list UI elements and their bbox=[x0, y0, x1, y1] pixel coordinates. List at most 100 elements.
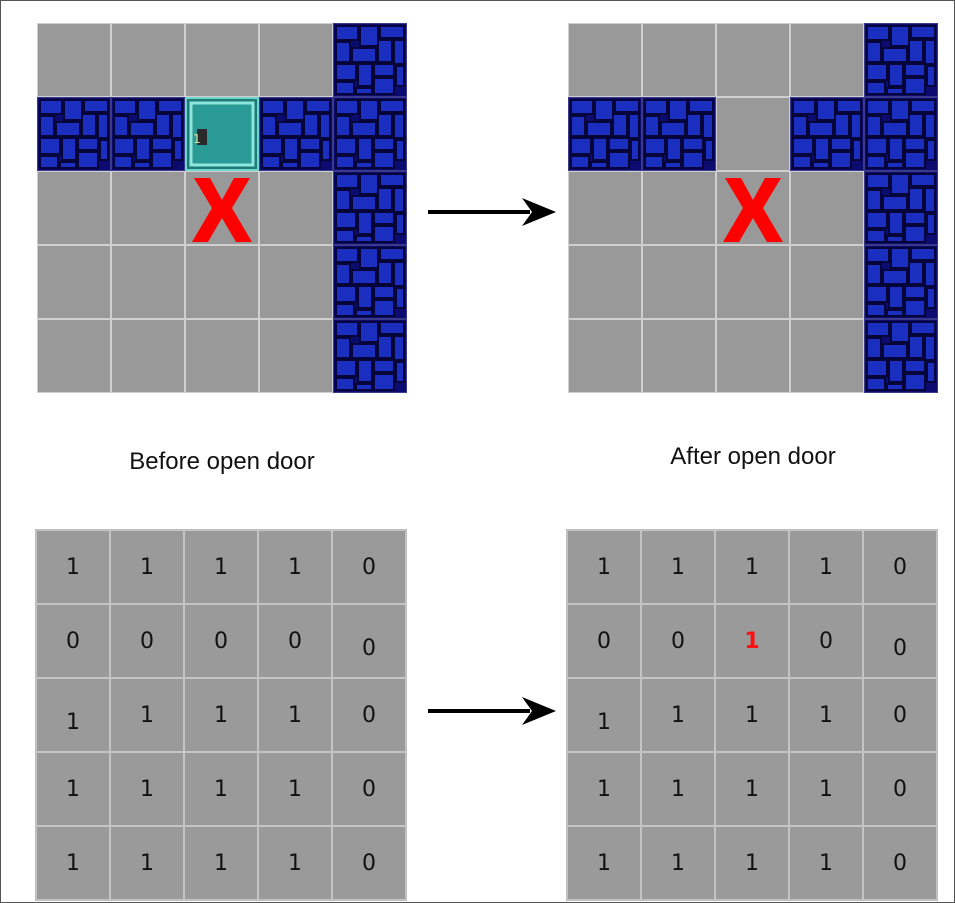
matrix-cell: 1 bbox=[641, 826, 715, 900]
matrix-cell: 1 bbox=[184, 530, 258, 604]
floor-tile bbox=[568, 319, 642, 393]
floor-tile bbox=[790, 245, 864, 319]
matrix-cell: 1 bbox=[641, 678, 715, 752]
matrix-cell: 0 bbox=[332, 826, 406, 900]
wall-tile bbox=[864, 97, 938, 171]
matrix-cell: 1 bbox=[36, 530, 110, 604]
wall-tile bbox=[333, 319, 407, 393]
wall-tile bbox=[333, 171, 407, 245]
matrix-cell: 0 bbox=[567, 604, 641, 678]
matrix-cell: 0 bbox=[863, 678, 937, 752]
matrix-cell: 1 bbox=[36, 826, 110, 900]
matrix-cell: 1 bbox=[184, 752, 258, 826]
matrix-cell: 1 bbox=[715, 530, 789, 604]
floor-tile bbox=[111, 171, 185, 245]
wall-tile bbox=[864, 319, 938, 393]
floor-tile bbox=[790, 319, 864, 393]
matrix-cell: 1 bbox=[36, 752, 110, 826]
door-icon: 1 bbox=[185, 97, 259, 171]
wall-tile bbox=[259, 97, 333, 171]
matrix-cell: 1 bbox=[641, 752, 715, 826]
floor-tile bbox=[259, 245, 333, 319]
floor-tile bbox=[642, 245, 716, 319]
floor-tile bbox=[568, 23, 642, 97]
matrix-cell: 1 bbox=[184, 826, 258, 900]
wall-tile bbox=[333, 97, 407, 171]
matrix-cell: 0 bbox=[332, 752, 406, 826]
floor-tile bbox=[37, 319, 111, 393]
floor-tile bbox=[790, 171, 864, 245]
wall-tile bbox=[333, 23, 407, 97]
matrix-cell: 1 bbox=[110, 826, 184, 900]
matrix-cell: 1 bbox=[715, 604, 789, 678]
matrix-cell: 1 bbox=[715, 752, 789, 826]
map-after bbox=[568, 23, 938, 393]
floor-tile bbox=[185, 245, 259, 319]
svg-text:1: 1 bbox=[193, 132, 201, 146]
floor-tile bbox=[185, 319, 259, 393]
matrix-cell: 0 bbox=[36, 604, 110, 678]
matrix-cell: 1 bbox=[789, 530, 863, 604]
wall-tile bbox=[111, 97, 185, 171]
wall-tile bbox=[864, 23, 938, 97]
wall-tile bbox=[642, 97, 716, 171]
wall-tile bbox=[568, 97, 642, 171]
matrix-cell: 0 bbox=[863, 752, 937, 826]
floor-tile bbox=[111, 319, 185, 393]
matrix-cell: 1 bbox=[110, 530, 184, 604]
matrix-cell: 0 bbox=[110, 604, 184, 678]
map-before: 1 bbox=[37, 23, 407, 393]
matrix-cell: 0 bbox=[641, 604, 715, 678]
floor-tile bbox=[37, 171, 111, 245]
floor-tile bbox=[790, 23, 864, 97]
floor-tile bbox=[185, 23, 259, 97]
floor-tile bbox=[37, 245, 111, 319]
matrix-cell: 1 bbox=[110, 678, 184, 752]
matrix-cell: 1 bbox=[567, 826, 641, 900]
matrix-cell: 1 bbox=[258, 826, 332, 900]
floor-tile bbox=[716, 245, 790, 319]
matrix-cell: 1 bbox=[258, 752, 332, 826]
matrix-cell: 0 bbox=[332, 604, 406, 678]
target-x-icon bbox=[716, 171, 790, 245]
floor-tile bbox=[37, 23, 111, 97]
floor-tile bbox=[111, 23, 185, 97]
matrix-cell: 1 bbox=[715, 678, 789, 752]
matrix-cell: 0 bbox=[789, 604, 863, 678]
wall-tile bbox=[37, 97, 111, 171]
matrix-cell: 1 bbox=[789, 678, 863, 752]
floor-tile bbox=[259, 319, 333, 393]
floor-tile bbox=[716, 319, 790, 393]
matrix-cell: 1 bbox=[567, 752, 641, 826]
floor-tile bbox=[642, 23, 716, 97]
matrix-cell: 0 bbox=[863, 604, 937, 678]
wall-tile bbox=[864, 245, 938, 319]
caption-before: Before open door bbox=[37, 448, 407, 476]
matrix-cell: 1 bbox=[110, 752, 184, 826]
floor-tile bbox=[568, 171, 642, 245]
floor-tile bbox=[642, 171, 716, 245]
matrix-cell: 1 bbox=[789, 826, 863, 900]
caption-after: After open door bbox=[568, 443, 938, 471]
matrix-cell: 1 bbox=[715, 826, 789, 900]
matrix-cell: 1 bbox=[36, 678, 110, 752]
floor-tile bbox=[716, 97, 790, 171]
arrow-right-icon bbox=[426, 694, 558, 728]
wall-tile bbox=[333, 245, 407, 319]
target-x-icon bbox=[185, 171, 259, 245]
matrix-cell: 0 bbox=[332, 678, 406, 752]
matrix-cell: 1 bbox=[258, 678, 332, 752]
wall-tile bbox=[790, 97, 864, 171]
floor-tile bbox=[568, 245, 642, 319]
matrix-cell: 1 bbox=[567, 678, 641, 752]
floor-tile bbox=[642, 319, 716, 393]
matrix-cell: 0 bbox=[863, 530, 937, 604]
matrix-cell: 1 bbox=[789, 752, 863, 826]
matrix-cell: 0 bbox=[332, 530, 406, 604]
matrix-cell: 1 bbox=[641, 530, 715, 604]
matrix-cell: 0 bbox=[184, 604, 258, 678]
floor-tile bbox=[259, 171, 333, 245]
matrix-cell: 1 bbox=[258, 530, 332, 604]
matrix-cell: 1 bbox=[567, 530, 641, 604]
